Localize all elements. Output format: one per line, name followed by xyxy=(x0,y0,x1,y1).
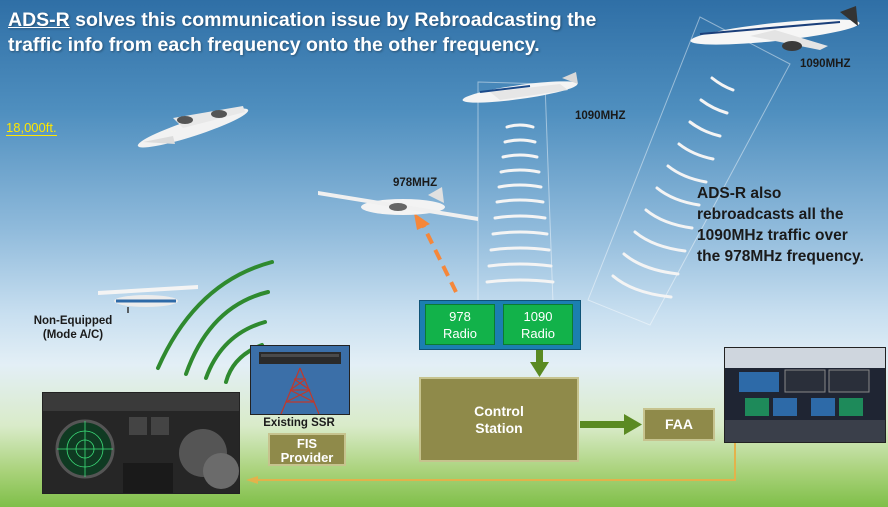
beam-1090-top-outline xyxy=(587,16,791,326)
radio-1090-word: Radio xyxy=(521,326,555,341)
headline-text: solves this communication issue by Rebro… xyxy=(8,9,597,56)
ads-r-note: ADS-R also rebroadcasts all the 1090MHz … xyxy=(697,185,864,265)
faa-box: FAA xyxy=(643,408,715,441)
radar-tower-icon xyxy=(251,346,349,414)
arrow-to-control xyxy=(530,362,549,377)
radio-1090: 1090 Radio xyxy=(503,304,573,345)
freq-label-1090-top: 1090MHZ xyxy=(800,58,851,70)
headline-highlight: ADS-R xyxy=(8,9,70,31)
radio-panel: 978 Radio 1090 Radio xyxy=(419,300,581,350)
fis-line2: Provider xyxy=(280,450,334,465)
cockpit-photo xyxy=(42,392,240,494)
radio-1090-num: 1090 xyxy=(523,309,553,324)
control-station-line2: Station xyxy=(475,420,523,436)
airliner-icon xyxy=(690,6,860,51)
fis-provider-box: FIS Provider xyxy=(268,433,346,466)
small-aircraft-978-icon xyxy=(318,187,478,221)
control-station-box: Control Station xyxy=(419,377,579,462)
ssr-radar-photo xyxy=(250,345,350,415)
twin-prop-aircraft-icon xyxy=(137,106,249,148)
radio-978-num: 978 xyxy=(449,309,471,324)
control-station-line1: Control xyxy=(474,403,524,419)
radio-978-word: Radio xyxy=(443,326,477,341)
fis-line1: FIS xyxy=(296,436,318,451)
business-jet-icon xyxy=(462,72,578,103)
control-room-icon xyxy=(725,348,885,442)
signal-arcs-1090-mid xyxy=(485,123,555,284)
non-equipped-label: Non-Equipped (Mode A/C) xyxy=(33,315,113,341)
radio-978: 978 Radio xyxy=(425,304,495,345)
existing-ssr-label: Existing SSR xyxy=(263,417,335,429)
return-line xyxy=(258,441,736,481)
freq-label-978: 978MHZ xyxy=(393,177,438,189)
altitude-label: 18,000ft. xyxy=(6,120,57,136)
cessna-icon xyxy=(98,285,198,313)
cockpit-display-icon xyxy=(43,393,239,493)
arrow-to-faa xyxy=(624,414,642,435)
headline: ADS-R solves this communication issue by… xyxy=(8,8,648,58)
signal-arcs-1090-top xyxy=(611,76,735,299)
uplink-978-arrow xyxy=(421,224,458,293)
freq-label-1090-mid: 1090MHZ xyxy=(575,110,626,122)
atc-room-photo xyxy=(724,347,886,443)
